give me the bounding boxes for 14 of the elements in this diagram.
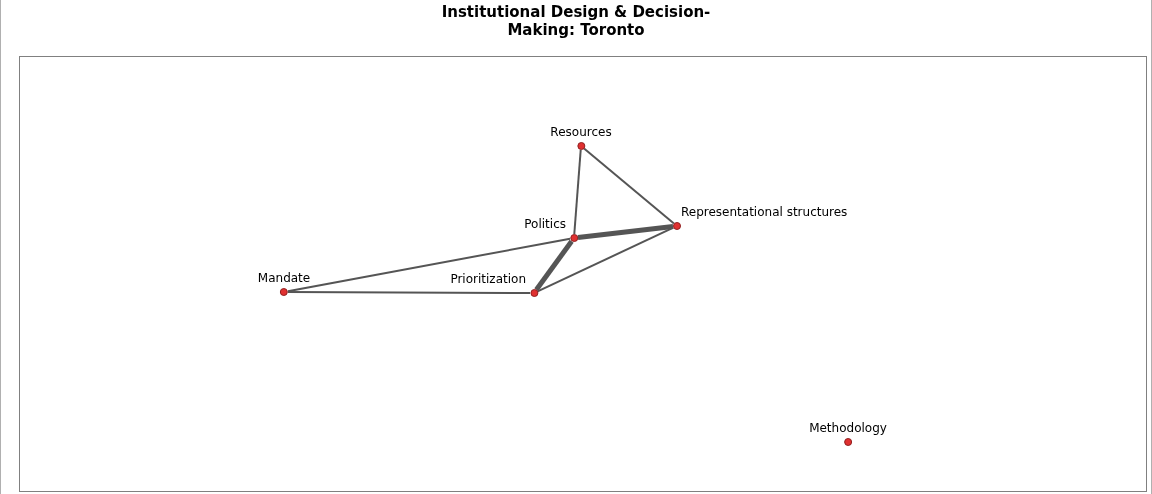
node-label: Resources: [550, 124, 612, 140]
node-label: Representational structures: [681, 204, 848, 220]
network-edge: [287, 291, 531, 294]
network-edge: [534, 239, 574, 292]
network-edge: [536, 226, 675, 293]
network-edge: [583, 147, 675, 225]
node-label: Prioritization: [450, 271, 526, 287]
network-edge: [286, 237, 572, 293]
node-label: Politics: [524, 216, 566, 232]
chart-title: Institutional Design & Decision-Making: Toronto: [440, 3, 712, 39]
network-edge: [577, 223, 674, 241]
node-label: Mandate: [257, 270, 311, 286]
node-label: Methodology: [809, 420, 887, 436]
network-edge: [573, 149, 582, 235]
